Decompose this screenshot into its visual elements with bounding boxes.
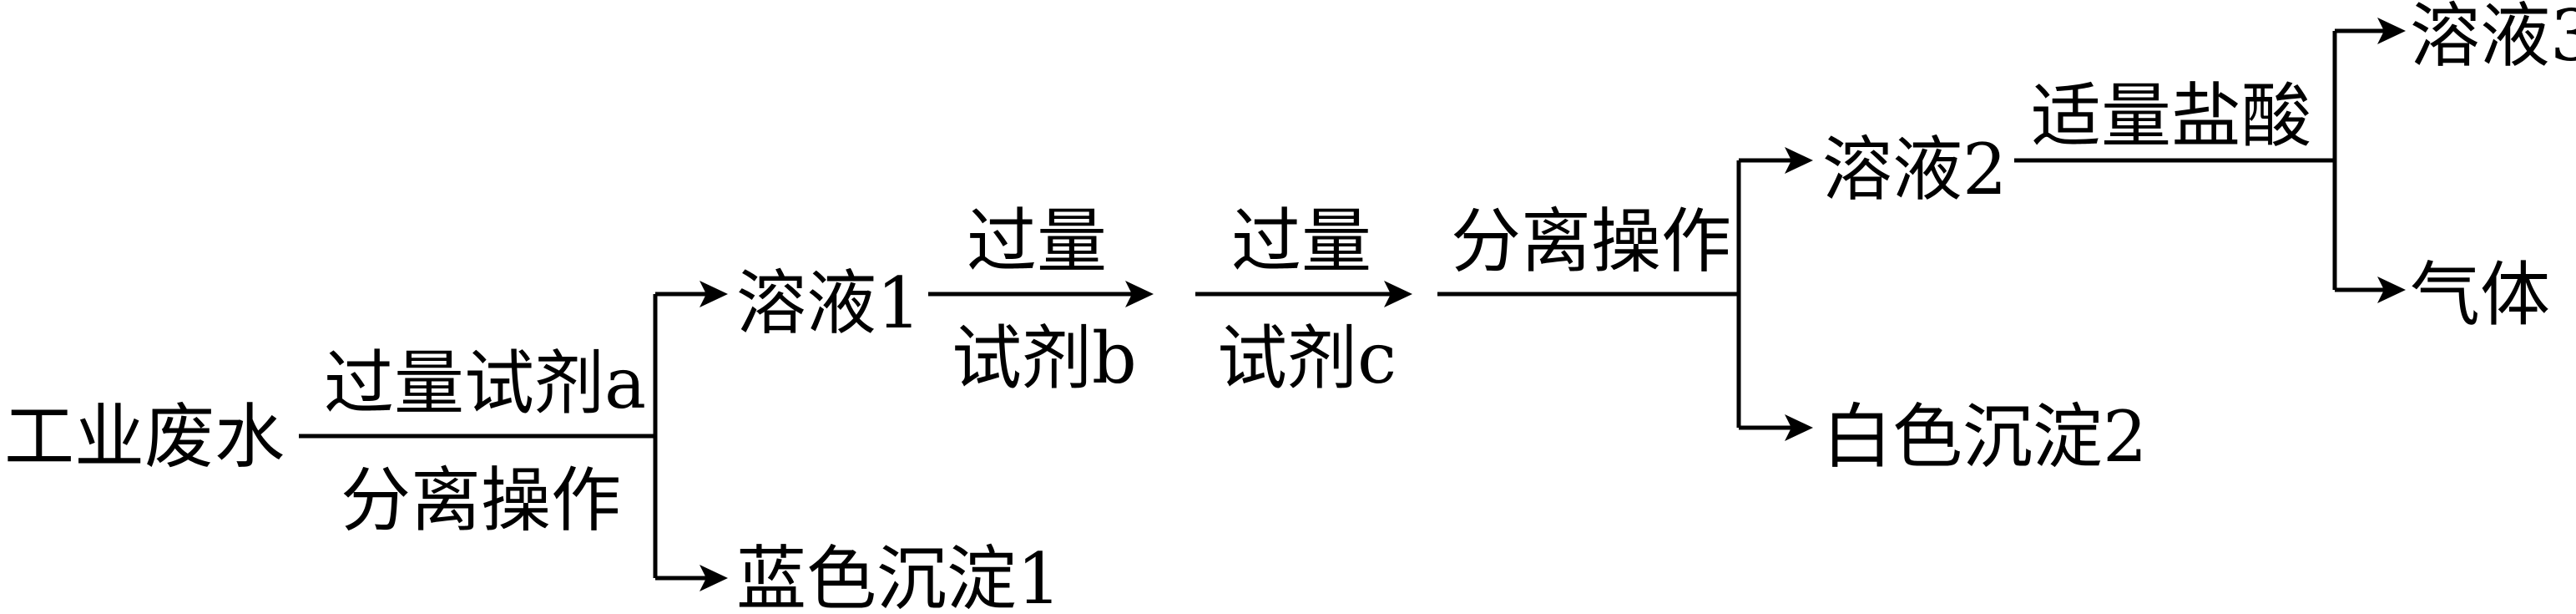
connector-step1	[299, 292, 708, 581]
arrow-head-to-solution-1	[700, 281, 728, 307]
arrow-head-reagent-c	[1384, 281, 1412, 307]
arrow-head-reagent-b	[1125, 281, 1154, 307]
connector-step5	[2014, 28, 2386, 292]
edge-label-excess-reagent-a: 过量试剂a	[324, 343, 646, 424]
node-solution-1: 溶液1	[736, 262, 921, 344]
node-blue-precipitate-1: 蓝色沉淀1	[736, 538, 1061, 614]
arrow-head-to-solution-2	[1785, 147, 1813, 174]
edge-label-excess-c: 过量	[1231, 200, 1371, 282]
edge-label-reagent-b: 试剂b	[952, 317, 1137, 399]
arrow-head-to-blue-precipitate-1	[700, 565, 728, 591]
arrow-head-to-white-precipitate-2	[1785, 414, 1813, 441]
connector-step4	[1437, 158, 1793, 430]
edge-label-moderate-hcl: 适量盐酸	[2031, 75, 2311, 157]
node-white-precipitate-2: 白色沉淀2	[1822, 396, 2147, 478]
edge-label-separation-2: 分离操作	[1451, 200, 1731, 282]
arrow-head-to-gas	[2377, 277, 2406, 303]
edge-label-separation-1: 分离操作	[341, 459, 621, 541]
arrow-head-to-solution-3	[2377, 18, 2406, 44]
node-solution-2: 溶液2	[1822, 129, 2007, 211]
node-industrial-wastewater: 工业废水	[4, 396, 285, 478]
edge-label-reagent-c: 试剂c	[1217, 317, 1397, 399]
edge-label-excess-b: 过量	[967, 200, 1107, 282]
node-gas: 气体	[2410, 254, 2550, 336]
node-solution-3: 溶液3	[2410, 0, 2576, 77]
